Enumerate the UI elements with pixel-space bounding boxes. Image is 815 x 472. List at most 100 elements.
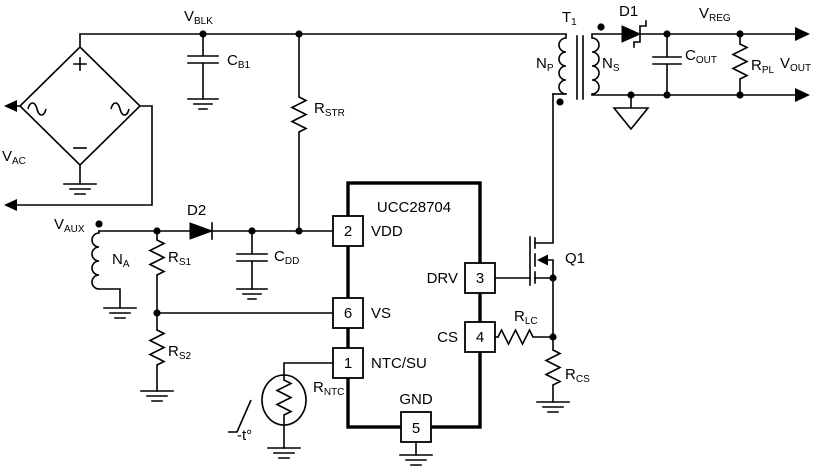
aux-winding-na bbox=[91, 220, 137, 319]
label-vout: VOUT bbox=[780, 55, 811, 74]
label-q1: Q1 bbox=[565, 250, 585, 267]
pin-box-1 bbox=[332, 347, 364, 379]
diode-icon bbox=[189, 222, 214, 240]
pin-number-2: 2 bbox=[344, 223, 352, 240]
pin-label-vs: VS bbox=[371, 305, 391, 322]
resistor-icon bbox=[731, 43, 749, 80]
ground-triangle-icon bbox=[612, 107, 650, 131]
mosfet-q1 bbox=[529, 93, 557, 286]
cap-cdd bbox=[236, 227, 268, 300]
label-cb1: CB1 bbox=[227, 52, 251, 71]
pin-label-gnd: GND bbox=[399, 391, 433, 408]
junction-dot bbox=[736, 91, 744, 99]
arrow-vac-bottom bbox=[4, 199, 17, 211]
polarity-dot-primary bbox=[556, 98, 564, 106]
ground-icon bbox=[399, 454, 433, 466]
resistor-rs1 bbox=[148, 227, 166, 314]
ac-sine-icon bbox=[110, 102, 130, 116]
pin-label-cs: CS bbox=[437, 329, 458, 346]
junction-dot bbox=[295, 227, 303, 235]
ground-icon bbox=[103, 307, 137, 319]
label-vaux: VAUX bbox=[54, 216, 85, 235]
diode-icon bbox=[621, 25, 642, 43]
bridge-rectifier bbox=[4, 45, 153, 211]
arrow-vout-bottom bbox=[795, 88, 810, 102]
resistor-rcs bbox=[536, 336, 570, 413]
ntc-strike-icon bbox=[228, 399, 252, 433]
polarity-dot bbox=[95, 220, 103, 228]
resistor-icon bbox=[148, 329, 166, 366]
wire-secondary-bottom bbox=[591, 93, 796, 96]
core-icon bbox=[576, 35, 584, 100]
primary-winding-icon bbox=[558, 34, 567, 95]
pin-number-1: 1 bbox=[344, 355, 352, 372]
resistor-rpl bbox=[731, 30, 749, 99]
resistor-icon bbox=[544, 349, 562, 386]
label-rcs: RCS bbox=[565, 366, 590, 385]
arrow-vout-top bbox=[795, 27, 810, 41]
label-vreg: VREG bbox=[699, 5, 731, 24]
wire-secondary-top bbox=[591, 33, 623, 39]
secondary-winding-icon bbox=[591, 37, 600, 95]
ground-icon bbox=[236, 288, 268, 300]
diode-d2 bbox=[189, 222, 214, 240]
arrow-vac-top bbox=[4, 100, 17, 112]
capacitor-icon bbox=[236, 230, 268, 290]
resistor-rs2 bbox=[140, 312, 174, 402]
thermistor-rntc bbox=[228, 362, 334, 459]
ground-icon bbox=[536, 401, 570, 413]
resistor-icon bbox=[148, 239, 166, 276]
winding-icon bbox=[91, 232, 100, 290]
label-rs2: RS2 bbox=[168, 343, 192, 362]
label-vblk: VBLK bbox=[184, 8, 213, 27]
ac-sine-icon bbox=[27, 102, 47, 116]
wire-drain bbox=[534, 93, 554, 244]
label-cdd: CDD bbox=[274, 248, 299, 267]
resistor-icon bbox=[497, 328, 534, 346]
pin-number-3: 3 bbox=[476, 270, 484, 287]
label-rntc: RNTC bbox=[313, 379, 344, 398]
label-na: NA bbox=[112, 251, 130, 270]
pin-label-drv: DRV bbox=[427, 270, 458, 287]
cap-cb1 bbox=[187, 30, 219, 110]
pin-number-4: 4 bbox=[476, 329, 484, 346]
ground-icon bbox=[63, 183, 97, 195]
output-ground bbox=[612, 91, 650, 131]
pin-box-6 bbox=[332, 297, 364, 329]
label-rpl: RPL bbox=[751, 57, 775, 76]
resistor-icon bbox=[275, 379, 293, 416]
mosfet-arrow-icon bbox=[537, 254, 548, 266]
label-d2: D2 bbox=[187, 202, 206, 219]
ground-icon bbox=[140, 390, 174, 402]
wire-ac-return bbox=[16, 105, 153, 206]
capacitor-icon bbox=[652, 33, 682, 96]
label-ns: NS bbox=[602, 55, 620, 74]
diode-d1 bbox=[621, 20, 647, 48]
label-vac: VAC bbox=[2, 148, 26, 167]
ic-name: UCC28704 bbox=[377, 199, 451, 216]
capacitor-icon bbox=[187, 33, 219, 100]
ic-ucc28704: UCC28704 2 6 1 3 4 5 VDD VS NTC/SU DRV C… bbox=[332, 181, 496, 443]
wire bbox=[98, 230, 121, 309]
ground-icon bbox=[187, 98, 219, 110]
transformer-t1 bbox=[552, 23, 796, 106]
label-rs1: RS1 bbox=[168, 249, 192, 268]
pin-box-2 bbox=[332, 215, 364, 247]
plus-sign bbox=[73, 57, 87, 71]
label-rstr: RSTR bbox=[314, 100, 345, 119]
resistor-icon bbox=[290, 96, 308, 133]
junction-dot bbox=[663, 91, 671, 99]
label-ntc-temp: -t° bbox=[237, 427, 252, 444]
cap-cout bbox=[652, 30, 682, 99]
label-t1: T1 bbox=[562, 9, 577, 28]
ground-icon bbox=[267, 447, 301, 459]
wire-vblk-rail bbox=[79, 33, 567, 48]
resistor-rstr bbox=[290, 30, 308, 232]
label-rlc: RLC bbox=[514, 308, 538, 327]
label-d1: D1 bbox=[619, 3, 638, 20]
label-cout: COUT bbox=[685, 47, 717, 66]
pin-number-6: 6 bbox=[344, 305, 352, 322]
polarity-dot-secondary bbox=[597, 23, 605, 31]
